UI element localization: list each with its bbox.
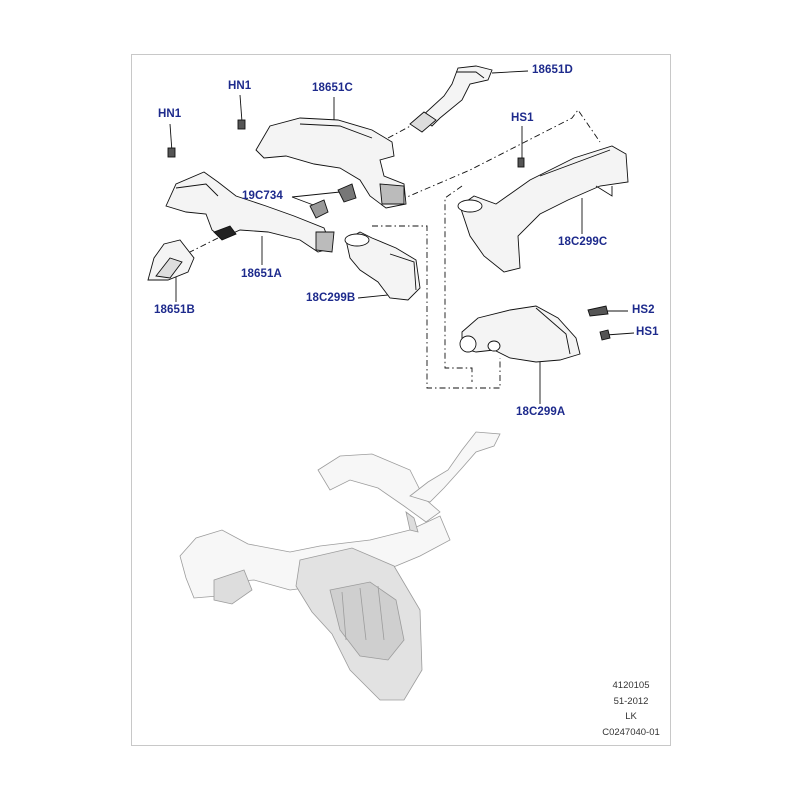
label-18c299c: 18C299C — [558, 236, 608, 248]
ghost-assembly — [179, 431, 501, 701]
duct-18651a — [165, 171, 335, 253]
label-18651a: 18651A — [241, 268, 282, 280]
duct-18651c — [255, 117, 407, 209]
reference-number: 4120105 — [612, 680, 650, 691]
label-hn1-left: HN1 — [158, 108, 182, 120]
label-18651b: 18651B — [154, 304, 195, 316]
reference-block: 4120105 51-2012 LK C0247040-01 — [596, 678, 666, 740]
diagram-frame — [131, 54, 671, 746]
reference-date: 51-2012 — [613, 695, 649, 707]
label-18c299a: 18C299A — [516, 406, 566, 418]
duct-18651d — [409, 65, 493, 133]
label-18651d: 18651D — [532, 64, 573, 76]
duct-18c299a — [459, 305, 581, 363]
duct-parts — [147, 65, 629, 363]
label-18c299b: 18C299B — [306, 292, 356, 304]
vent-18651b — [147, 239, 195, 281]
fasteners — [167, 119, 611, 341]
duct-18c299b — [344, 231, 421, 301]
reference-code: LK — [625, 711, 637, 722]
label-hs1-right: HS1 — [636, 326, 659, 338]
label-19c734: 19C734 — [242, 190, 283, 202]
label-hn1-top: HN1 — [228, 80, 252, 92]
reference-image-id: C0247040-01 — [602, 726, 660, 738]
label-18651c: 18651C — [312, 82, 353, 94]
label-hs2: HS2 — [632, 304, 655, 316]
label-hs1-top: HS1 — [511, 112, 534, 124]
duct-18c299c — [457, 145, 629, 273]
clip-19c734 — [309, 183, 357, 219]
